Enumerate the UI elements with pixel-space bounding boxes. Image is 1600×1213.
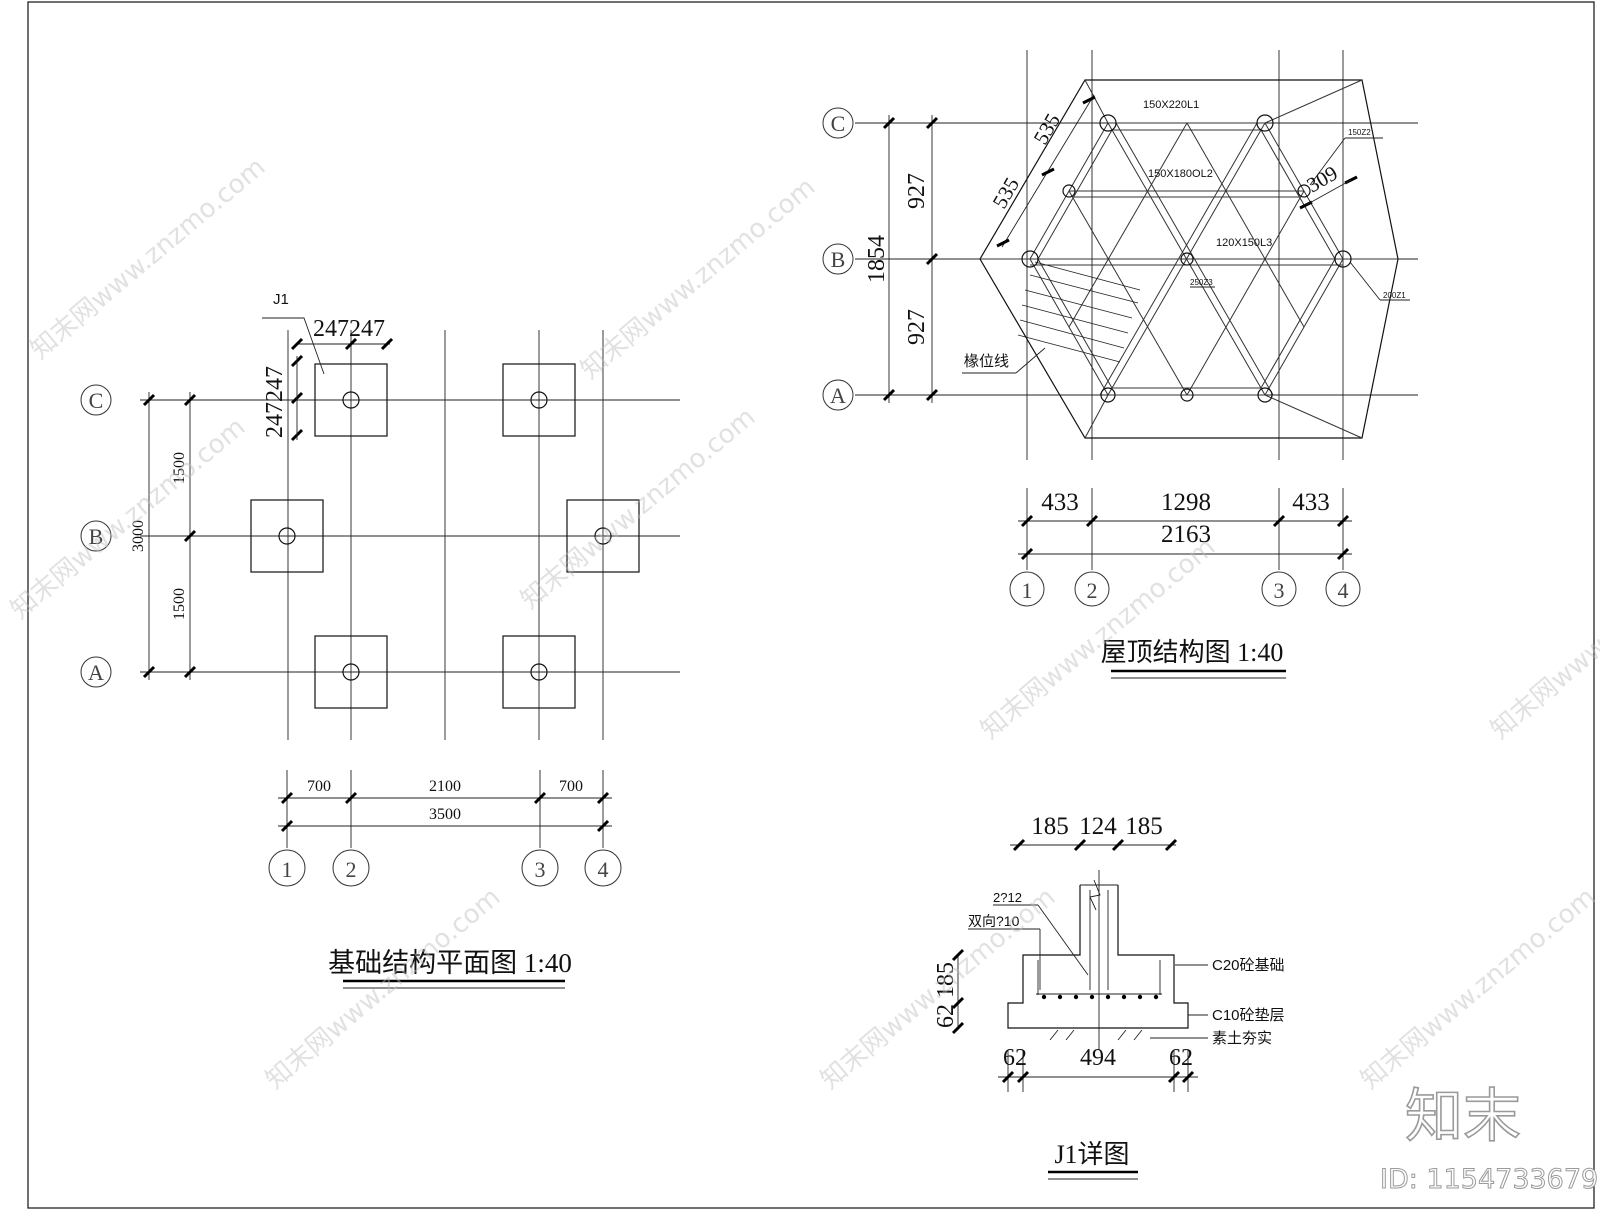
detail-dim-124: 124 <box>1079 813 1117 840</box>
roof-axis-c: C <box>831 111 846 136</box>
watermark-text: 知末网www.znzmo.com <box>1355 882 1600 1095</box>
roof-structure-plan: 150X220L1 150X180OL2 120X150L3 150Z2 250… <box>822 50 1418 679</box>
watermark-text: 知末网www.znzmo.com <box>515 402 761 615</box>
beam-label-l2: 150X180OL2 <box>1148 168 1213 180</box>
detail-dim-185-right: 185 <box>1125 813 1163 840</box>
footing-detail: 185 124 185 2?12 双向?10 C20砼基础 C10砼垫层 素土夯… <box>933 813 1285 1180</box>
detail-dim-185-left: 185 <box>1031 813 1069 840</box>
column-label-z1: 200Z1 <box>1383 291 1406 300</box>
roof-dim-535-upper: 535 <box>1029 109 1066 148</box>
dim-700-right: 700 <box>559 778 583 795</box>
footing-label-j1: J1 <box>273 291 289 308</box>
roof-dim-927-lower: 927 <box>904 309 930 345</box>
watermark-text: 知末网www.znzmo.com <box>575 172 821 385</box>
roof-dim-1298: 1298 <box>1161 489 1211 516</box>
layer-compacted-soil: 素土夯实 <box>1212 1030 1272 1047</box>
roof-dim-433-left: 433 <box>1041 489 1079 516</box>
axis-label-b: B <box>89 524 104 549</box>
roof-dim-1854: 1854 <box>864 235 890 283</box>
roof-dim-535-lower: 535 <box>988 173 1025 212</box>
image-id: ID: 1154733679 <box>1380 1164 1598 1195</box>
rebar-label-2-12: 2?12 <box>993 890 1022 905</box>
footing <box>250 499 324 573</box>
detail-dim-62-height: 62 <box>933 1004 959 1028</box>
footing <box>314 635 388 709</box>
footing <box>314 363 388 437</box>
roof-axis-3: 3 <box>1274 578 1285 603</box>
beam-label-l1: 150X220L1 <box>1143 99 1199 111</box>
dim-700-left: 700 <box>307 778 331 795</box>
sheet-border <box>27 1 1595 1209</box>
roof-dim-2163: 2163 <box>1161 521 1211 548</box>
detail-title: J1详图 <box>1054 1140 1129 1169</box>
roof-dim-309: 309 <box>1303 161 1342 198</box>
detail-dim-62-right: 62 <box>1169 1045 1193 1071</box>
column-label-z2: 150Z2 <box>1348 128 1371 137</box>
dim-3500: 3500 <box>429 806 461 823</box>
dim-1500-top: 1500 <box>171 452 188 484</box>
detail-dim-185-height: 185 <box>933 962 959 998</box>
axis-label-4: 4 <box>598 857 609 882</box>
column-label-z3: 250Z3 <box>1190 278 1213 287</box>
footing-dim-horizontal: 247247 <box>313 316 385 342</box>
watermark-layer: 知末网www.znzmo.com 知末网www.znzmo.com 知末网www… <box>5 152 1600 1095</box>
roof-axis-b: B <box>831 247 846 272</box>
roof-dim-927-upper: 927 <box>904 173 930 209</box>
axis-label-2: 2 <box>346 857 357 882</box>
roof-dim-433-right: 433 <box>1292 489 1330 516</box>
footing <box>502 363 576 437</box>
dim-3000: 3000 <box>130 520 147 552</box>
watermark-text: 知末网www.znzmo.com <box>260 882 506 1095</box>
detail-dim-494: 494 <box>1080 1045 1116 1071</box>
foundation-plan: C B A 1 2 3 4 700 2100 700 3500 <box>80 291 680 989</box>
axis-label-3: 3 <box>535 857 546 882</box>
footing-section <box>1007 885 1189 1029</box>
roof-axis-4: 4 <box>1338 578 1349 603</box>
foundation-plan-title: 基础结构平面图 1:40 <box>328 948 572 978</box>
roof-axis-2: 2 <box>1087 578 1098 603</box>
footing <box>502 635 576 709</box>
axis-label-a: A <box>88 660 104 685</box>
watermark-text: 知末网www.znzmo.com <box>25 152 271 365</box>
layer-c20-foundation: C20砼基础 <box>1212 957 1285 974</box>
rebar-label-bidirectional: 双向?10 <box>968 913 1020 929</box>
dim-2100: 2100 <box>429 778 461 795</box>
axis-label-c: C <box>89 388 104 413</box>
roof-axis-a: A <box>830 383 846 408</box>
dim-1500-bottom: 1500 <box>171 588 188 620</box>
roof-axis-1: 1 <box>1022 578 1033 603</box>
detail-dim-62-left: 62 <box>1003 1045 1027 1071</box>
brand-logo: 知末 <box>1405 1082 1521 1150</box>
roof-plan-title: 屋顶结构图 1:40 <box>1101 638 1284 667</box>
beam-label-l3: 120X150L3 <box>1216 237 1272 249</box>
watermark-text: 知末网www.znzmo.com <box>1485 532 1600 745</box>
footing <box>566 499 640 573</box>
rafter-line-label: 椽位线 <box>964 353 1009 370</box>
axis-label-1: 1 <box>282 857 293 882</box>
footing-dim-vertical: 247247 <box>262 366 288 438</box>
layer-c10-cushion: C10砼垫层 <box>1212 1007 1285 1024</box>
watermark-text: 知末网www.znzmo.com <box>5 412 251 625</box>
